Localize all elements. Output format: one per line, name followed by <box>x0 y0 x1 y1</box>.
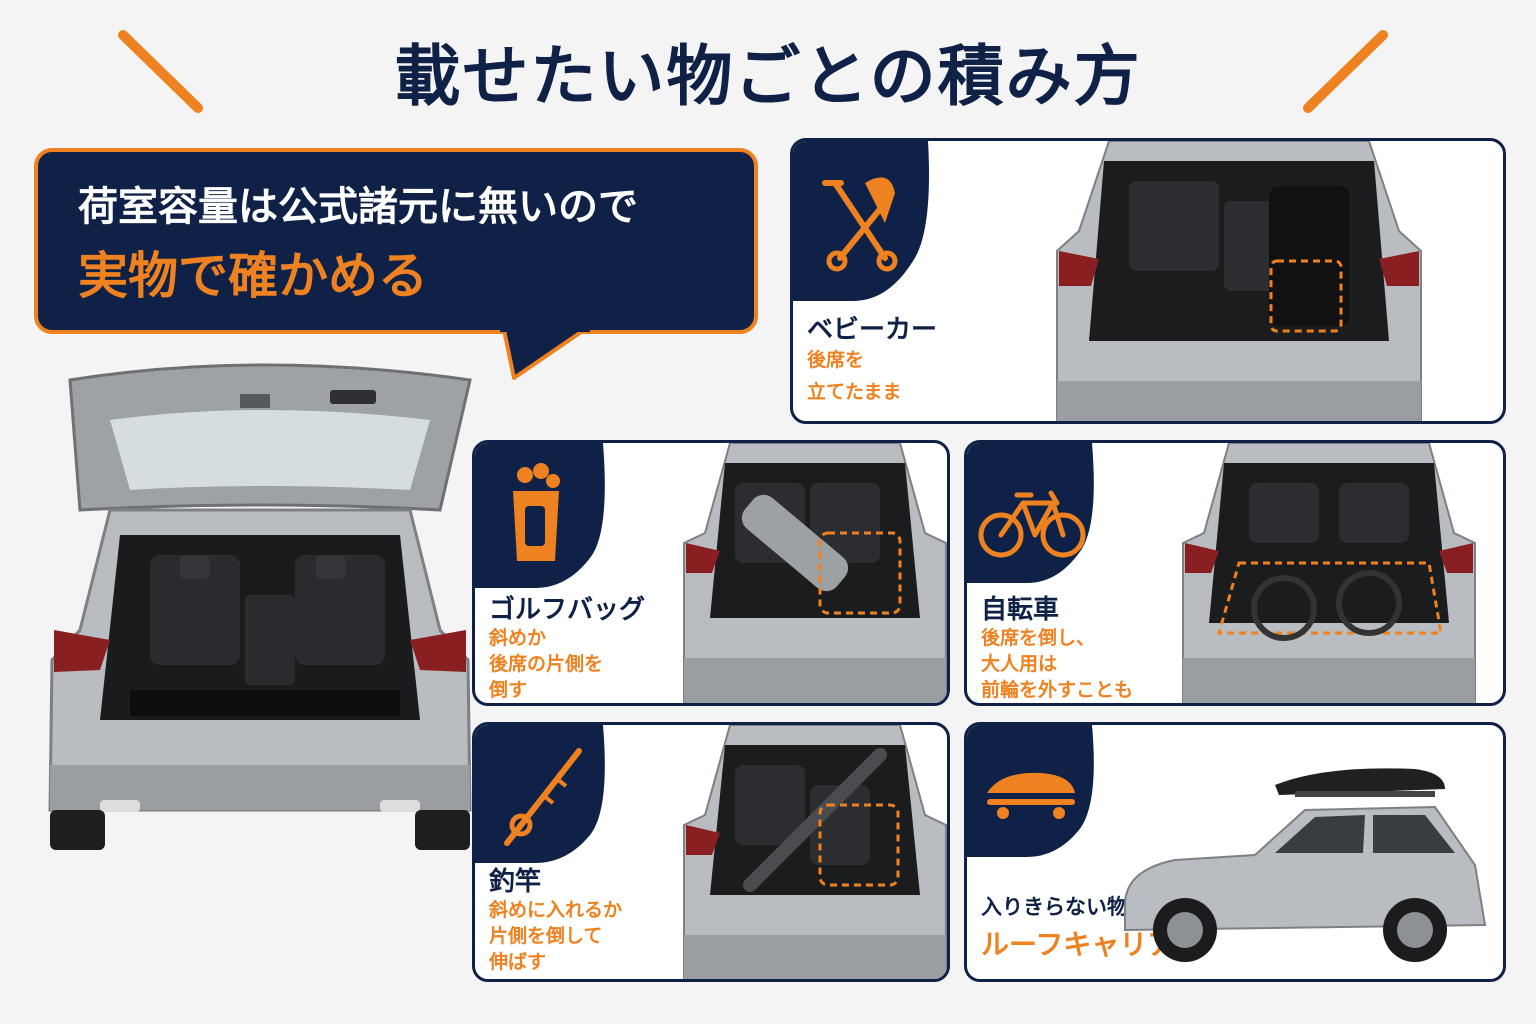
page-title: 載せたい物ごとの積み方 <box>394 38 1142 115</box>
card-title: ベビーカー <box>807 315 938 345</box>
card-bicycle: 自転車 後席を倒し、 大人用は 前輪を外すことも <box>964 440 1506 706</box>
fishing-rod-icon <box>504 748 582 846</box>
card-desc-line: 立てたまま <box>807 381 902 403</box>
bicycle-icon <box>978 490 1086 558</box>
card-desc-line: 斜めか <box>489 627 547 649</box>
stroller-loaded-trunk-image <box>1056 141 1422 421</box>
card-desc-line: 後席を <box>807 349 865 371</box>
bicycle-loaded-trunk-image <box>1182 443 1476 703</box>
suv-with-roof-box-image <box>1124 768 1487 962</box>
card-desc-line: 斜めに入れるか <box>489 899 623 921</box>
card-roof-carrier: 入りきらない物は ルーフキャリア <box>964 722 1506 982</box>
card-title: 釣竿 <box>489 867 542 897</box>
card-golf-bag: ゴルフバッグ 斜めか 後席の片側を 倒す <box>472 440 950 706</box>
card-title: ゴルフバッグ <box>489 595 646 625</box>
callout-line-1: 荷室容量は公式諸元に無いので <box>78 184 638 230</box>
roof-box-icon <box>987 772 1075 819</box>
card-desc-line: 後席の片側を <box>489 653 604 675</box>
golf-bag-icon <box>513 463 560 561</box>
card-highlight: ルーフキャリア <box>981 928 1176 961</box>
suv-rear-open-hatch-image <box>48 363 472 850</box>
stroller-icon <box>822 177 898 272</box>
card-desc-line: 片側を倒して <box>489 925 603 947</box>
card-stroller: ベビーカー 後席を 立てたまま <box>790 138 1506 424</box>
callout-line-2: 実物で確かめる <box>78 247 428 305</box>
card-desc-line: 大人用は <box>981 653 1058 675</box>
card-title: 自転車 <box>981 595 1060 625</box>
callout-bubble <box>34 148 758 334</box>
card-fishing-rod: 釣竿 斜めに入れるか 片側を倒して 伸ばす <box>472 722 950 982</box>
icon-badge <box>967 443 1094 583</box>
callout-bubble-tail <box>500 326 590 380</box>
fishing-rod-loaded-trunk-image <box>683 725 947 979</box>
left-accent-slash <box>118 30 203 113</box>
card-desc-line: 倒す <box>489 679 528 701</box>
card-desc-line: 伸ばす <box>489 951 547 973</box>
card-desc-line: 前輪を外すことも <box>981 679 1134 701</box>
card-desc-line: 後席を倒し、 <box>981 627 1096 649</box>
card-title: 入りきらない物は <box>981 895 1149 919</box>
golf-bag-loaded-trunk-image <box>683 443 947 703</box>
right-accent-slash <box>1303 30 1388 113</box>
